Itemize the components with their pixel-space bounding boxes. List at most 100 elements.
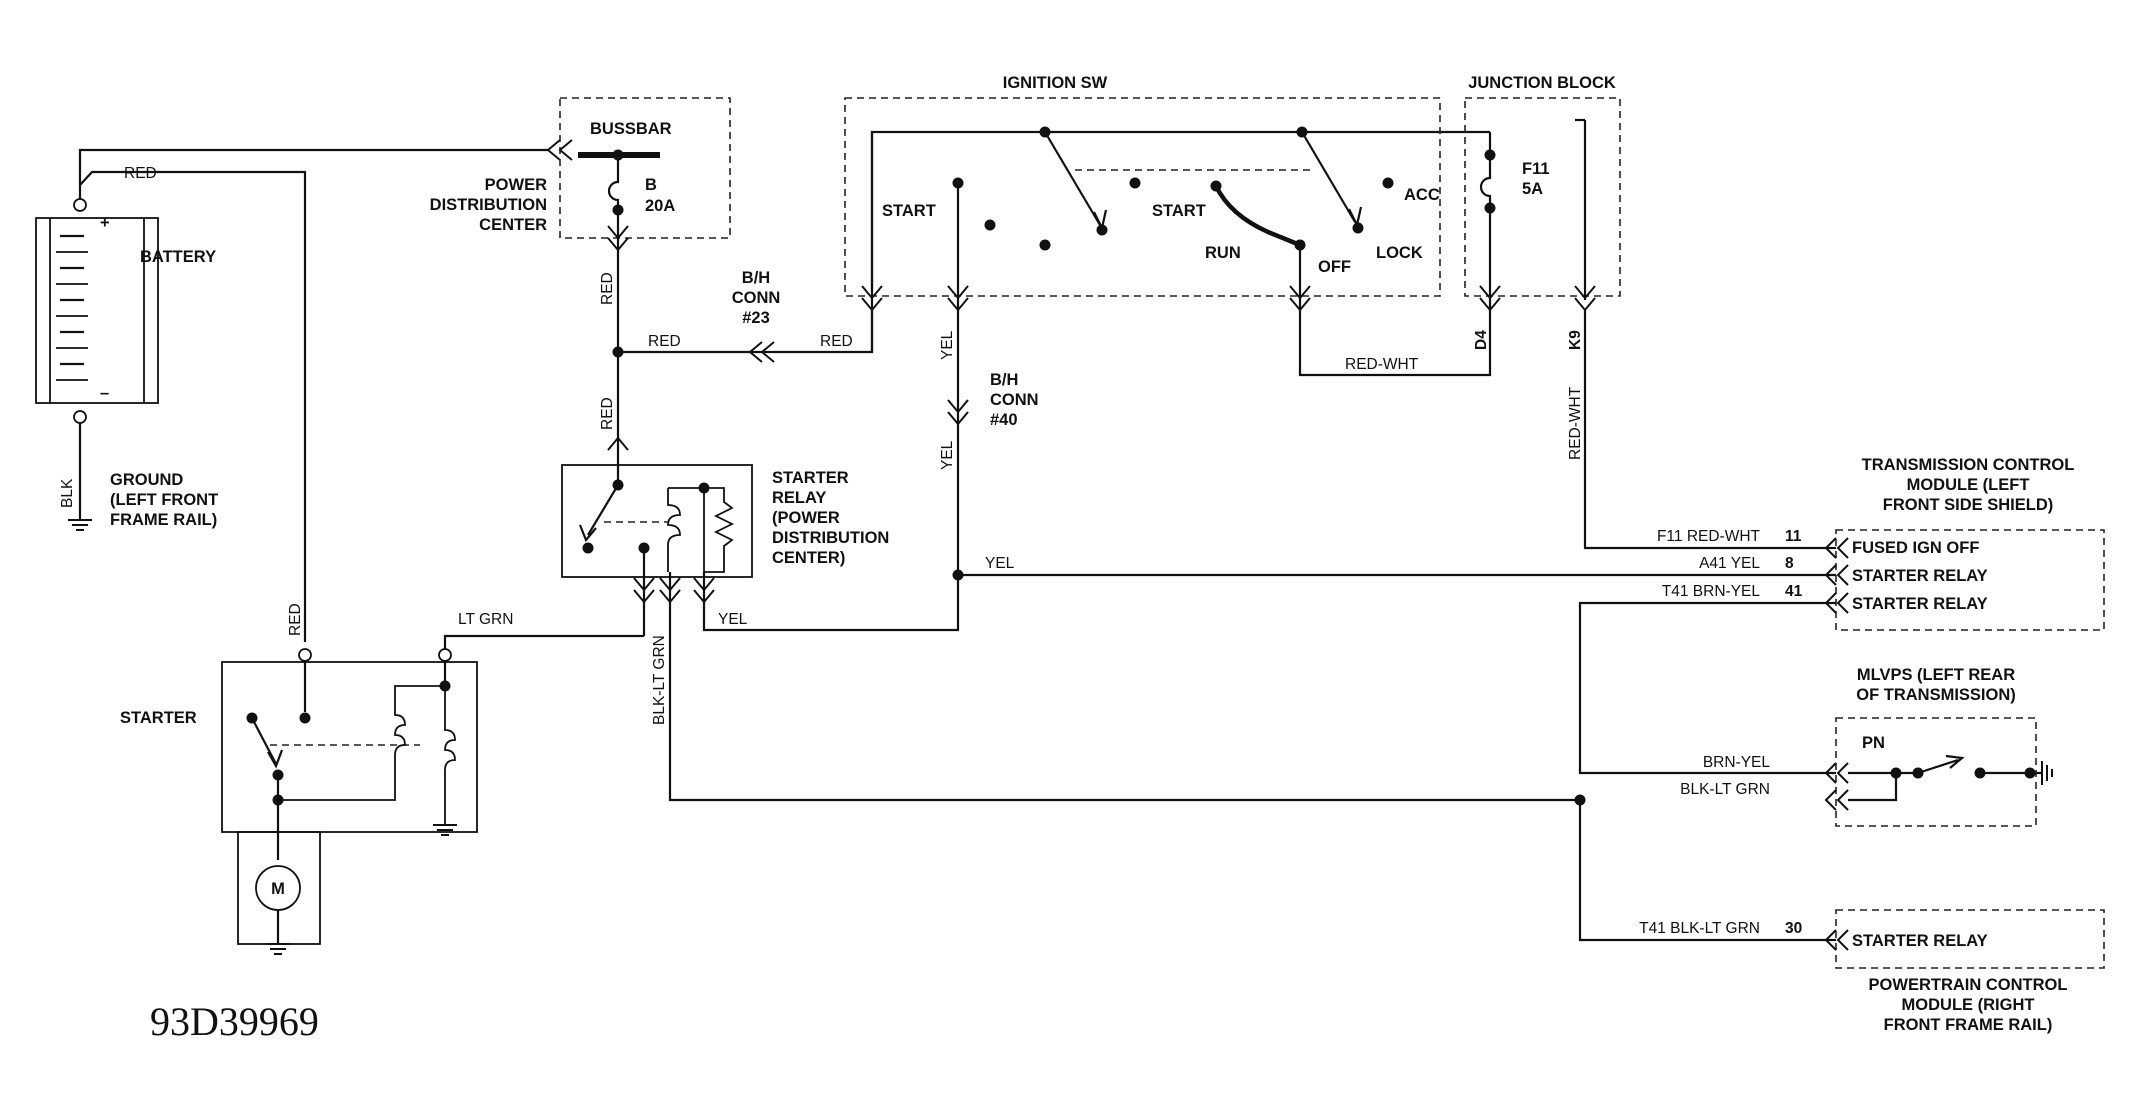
bh-conn-40-label-3: #40 xyxy=(990,411,1018,429)
starter-relay-box xyxy=(561,464,753,578)
tcm-box xyxy=(1835,529,2105,631)
fuse-f11-rating: 5A xyxy=(1522,180,1543,198)
wire-label-a41-yel: A41 YEL xyxy=(1699,555,1760,572)
bh-conn-40-label-1: B/H xyxy=(990,371,1018,389)
bh-conn-23-label-2: CONN xyxy=(732,289,781,307)
fuse-f11-icon xyxy=(1479,155,1492,208)
wire-label-f11-red-wht: F11 RED-WHT xyxy=(1657,528,1761,545)
wire-label-t41-brn-yel: T41 BRN-YEL xyxy=(1662,583,1761,600)
relay-coil-icon xyxy=(667,488,681,572)
pin-label-d4: D4 xyxy=(1473,330,1490,350)
fuse-b-label: B xyxy=(645,176,657,194)
starter-relay-label-4: DISTRIBUTION xyxy=(772,529,889,547)
wire-label-blk-lt-grn-vertical: BLK-LT GRN xyxy=(651,635,668,725)
wire-red-battery-starter xyxy=(78,170,307,642)
pin-label-tcm-41: 41 xyxy=(1785,583,1803,600)
wire-label-yel-conn40: YEL xyxy=(939,440,956,470)
tcm-pin-starter-relay-b: STARTER RELAY xyxy=(1852,595,1988,613)
wire-label-red-wht-ign: RED-WHT xyxy=(1345,356,1419,373)
mlvps-switch-icon xyxy=(1917,758,1959,775)
pdc-label-3: CENTER xyxy=(479,216,547,234)
tcm-pin-fused-ign: FUSED IGN OFF xyxy=(1852,539,1979,557)
ign-pos-start-left: START xyxy=(882,202,936,220)
wire-red-wht-k9 xyxy=(1583,310,1836,550)
starter-ground-icon xyxy=(432,824,458,836)
battery-label: BATTERY xyxy=(140,248,216,266)
ignition-switch-label: IGNITION SW xyxy=(1003,74,1108,92)
junction-block-label: JUNCTION BLOCK xyxy=(1468,74,1616,92)
ground-label-2: (LEFT FRONT xyxy=(110,491,218,509)
pcm-label-2: MODULE (RIGHT xyxy=(1902,996,2035,1014)
tcm-label-1: TRANSMISSION CONTROL xyxy=(1862,456,2075,474)
wire-label-yel-relay: YEL xyxy=(718,611,748,628)
ground-label-3: FRAME RAIL) xyxy=(110,511,217,529)
bussbar-label: BUSSBAR xyxy=(590,120,672,138)
starter-coil-2-icon xyxy=(444,686,456,825)
battery-cells xyxy=(56,234,88,381)
wire-label-t41-blk-lt-grn: T41 BLK-LT GRN xyxy=(1639,920,1760,937)
starter-relay-label-1: STARTER xyxy=(772,469,849,487)
wire-label-red-starter: RED xyxy=(287,603,304,636)
mlvps-label-2: OF TRANSMISSION) xyxy=(1856,686,2016,704)
wire-label-red-splice: RED xyxy=(648,333,681,350)
wire-label-blk: BLK xyxy=(59,478,76,508)
fuse-b-rating: 20A xyxy=(645,197,675,215)
starter-relay-label-5: CENTER) xyxy=(772,549,845,567)
pcm-box xyxy=(1835,909,2105,969)
ign-pos-start-right: START xyxy=(1152,202,1206,220)
wire-label-lt-grn: LT GRN xyxy=(458,611,513,628)
wire-label-yel-main: YEL xyxy=(985,555,1015,572)
fuse-f11-label: F11 xyxy=(1522,160,1550,178)
tcm-label-2: MODULE (LEFT xyxy=(1907,476,2030,494)
wire-brn-yel xyxy=(1578,601,1836,775)
mlvps-switch-label: PN xyxy=(1862,734,1885,752)
ign-pos-run: RUN xyxy=(1205,244,1241,262)
tcm-pin-starter-relay-a: STARTER RELAY xyxy=(1852,567,1988,585)
pin-label-pcm-30: 30 xyxy=(1785,920,1802,937)
wire-label-red-relay: RED xyxy=(599,397,616,430)
ign-pos-off: OFF xyxy=(1318,258,1351,276)
mlvps-ground-icon xyxy=(2041,761,2053,785)
ign-switch-arm-1 xyxy=(1044,131,1101,226)
pcm-label-3: FRONT FRAME RAIL) xyxy=(1884,1016,2053,1034)
mlvps-label-1: MLVPS (LEFT REAR xyxy=(1857,666,2015,684)
bh-conn-23-label-1: B/H xyxy=(742,269,770,287)
battery-plus-label: + xyxy=(100,214,110,232)
wire-label-yel-ign: YEL xyxy=(939,330,956,360)
ground-label-1: GROUND xyxy=(110,471,183,489)
wire-red-battery-bussbar xyxy=(78,148,548,185)
fuse-b-icon xyxy=(607,155,620,210)
starter-label: STARTER xyxy=(120,709,197,727)
pin-label-tcm-8: 8 xyxy=(1785,555,1794,572)
pin-label-tcm-11: 11 xyxy=(1785,528,1802,545)
pcm-pin-starter-relay: STARTER RELAY xyxy=(1852,932,1988,950)
tcm-label-3: FRONT SIDE SHIELD) xyxy=(1883,496,2054,514)
pin-label-k9: K9 xyxy=(1567,330,1584,350)
wire-label-red-pdc: RED xyxy=(599,272,616,305)
starter-relay-label-2: RELAY xyxy=(772,489,826,507)
wire-t41-blk-lt-grn xyxy=(1578,800,1836,942)
motor-label: M xyxy=(271,880,285,898)
battery: + – BATTERY xyxy=(35,214,216,404)
wire-label-red-wht-k9: RED-WHT xyxy=(1567,386,1584,460)
ign-pos-acc: ACC xyxy=(1404,186,1440,204)
pdc-label-2: DISTRIBUTION xyxy=(430,196,547,214)
bh-conn-23-label-3: #23 xyxy=(742,309,770,327)
relay-resistor-icon xyxy=(704,487,735,573)
figure-id: 93D39969 xyxy=(150,999,319,1044)
ign-pos-lock: LOCK xyxy=(1376,244,1423,262)
starter-coil-1-icon xyxy=(278,685,445,801)
pcm-label-1: POWERTRAIN CONTROL xyxy=(1869,976,2068,994)
motor-ground-icon xyxy=(265,943,291,955)
starter-box xyxy=(221,661,478,833)
pdc-label-1: POWER xyxy=(485,176,547,194)
wire-label-brn-yel: BRN-YEL xyxy=(1703,754,1771,771)
wire-label-red-conn23: RED xyxy=(820,333,853,350)
pdc-box xyxy=(559,97,731,239)
ign-switch-arm-2 xyxy=(1301,131,1356,223)
bh-conn-40-label-2: CONN xyxy=(990,391,1039,409)
wire-blk-lt-grn xyxy=(668,572,1580,802)
starter-relay-label-3: (POWER xyxy=(772,509,840,527)
wire-label-red-battery: RED xyxy=(124,165,157,182)
